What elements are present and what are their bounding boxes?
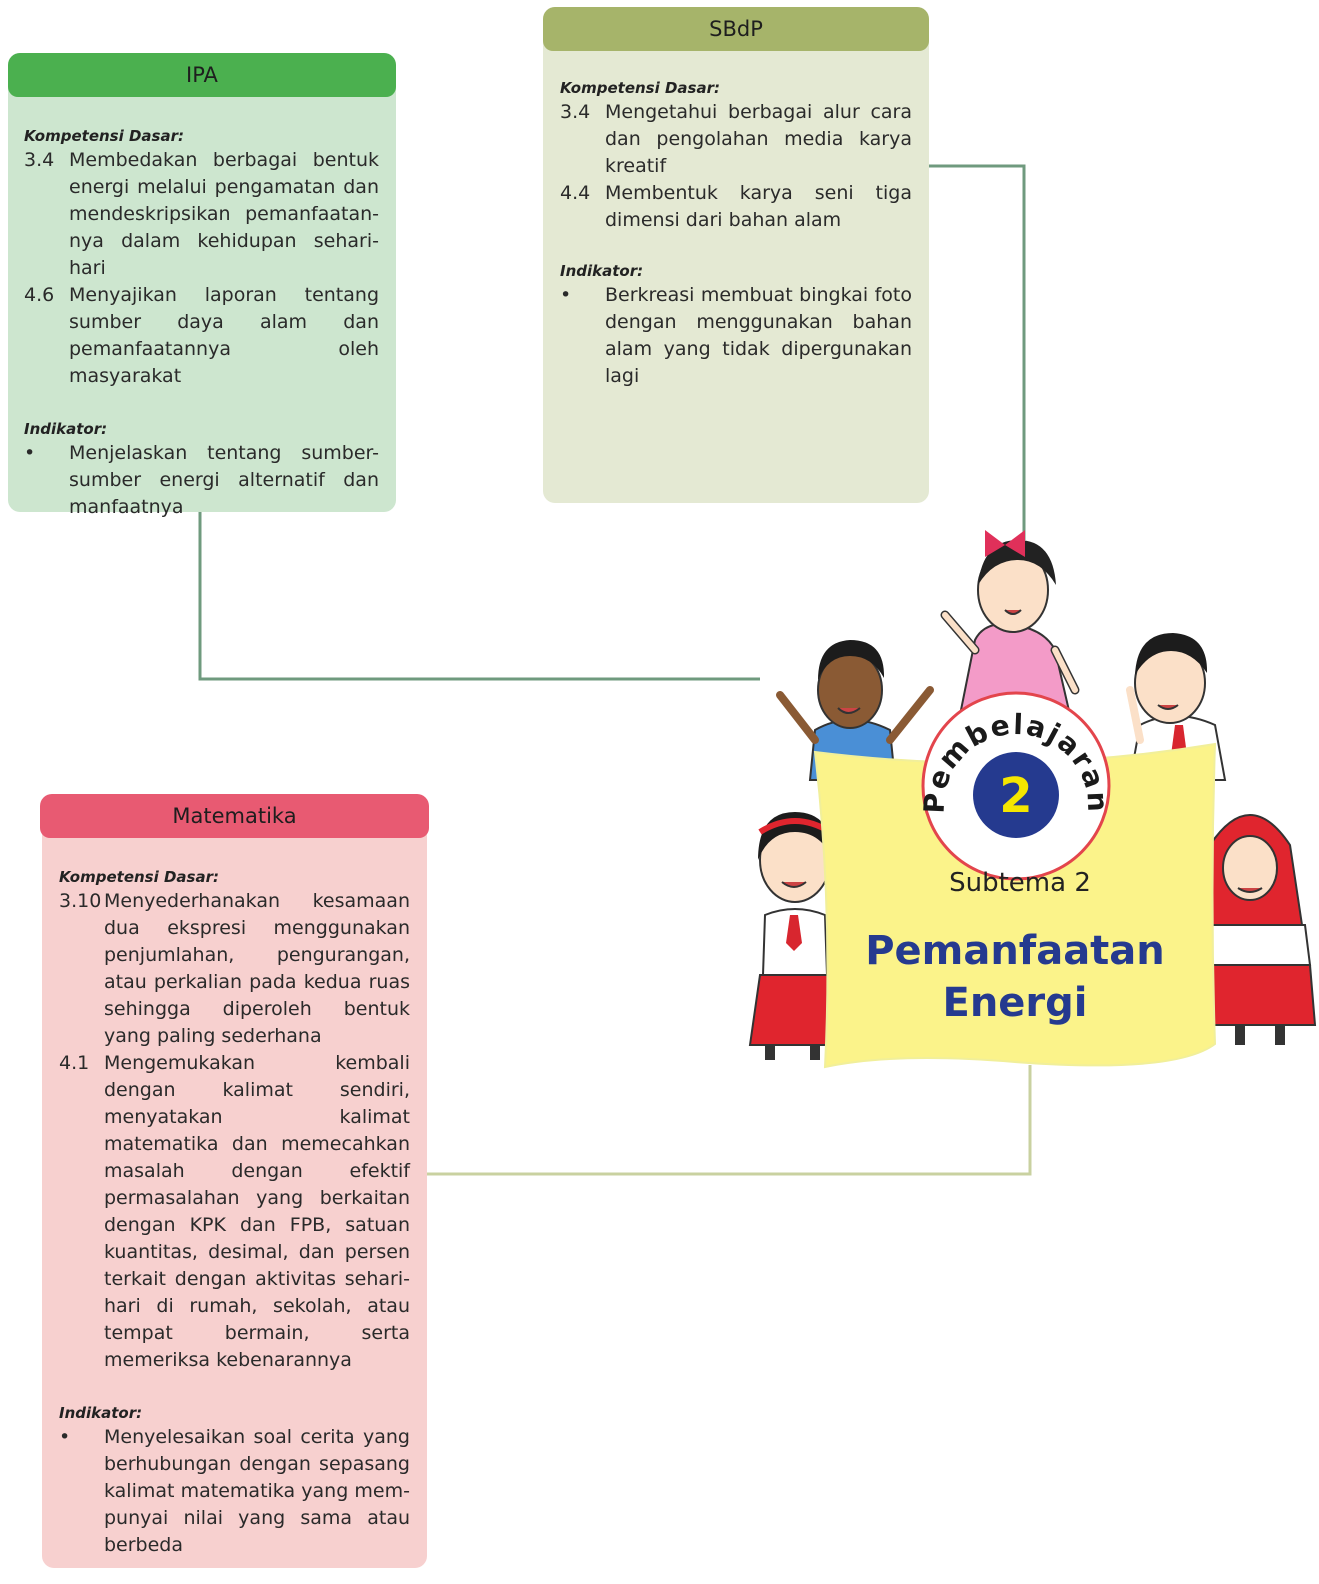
ipa-card: IPA Kompetensi Dasar: 3.4 Membedakan ber… <box>8 53 396 518</box>
subtema-title: Pemanfaatan Energi <box>840 925 1190 1029</box>
item-text: Membedakan berbagai bentuk energi melalu… <box>69 149 379 279</box>
girl-pink-illustration <box>940 530 1080 716</box>
matematika-card: Matematika Kompetensi Dasar: 3.10 Menyed… <box>40 794 429 1568</box>
matematika-header: Matematika <box>40 794 429 838</box>
matematika-title: Matematika <box>172 804 297 828</box>
list-item: 3.4 Mengetahui berbagai alur cara dan pe… <box>560 99 912 180</box>
list-item: • Menjelaskan tentang sumber-sumber ener… <box>24 440 379 521</box>
matematika-kd-list: 3.10 Menyederhanakan kesamaan dua ekspre… <box>59 888 410 1374</box>
matematika-body: Kompetensi Dasar: 3.10 Menyederhanakan k… <box>59 866 410 1559</box>
ipa-body: Kompetensi Dasar: 3.4 Membedakan berbaga… <box>24 125 379 521</box>
bullet: • <box>59 1426 71 1448</box>
ipa-kd-list: 3.4 Membedakan berbagai bentuk energi me… <box>24 147 379 390</box>
list-item: 4.4 Membentuk karya seni tiga dimensi da… <box>560 180 912 234</box>
item-text: Menyajikan laporan tentang sum­ber daya … <box>69 284 379 387</box>
list-item: 4.1 Mengemukakan kembali dengan kalimat … <box>59 1050 410 1374</box>
ipa-title: IPA <box>186 63 218 87</box>
ipa-header: IPA <box>8 53 396 97</box>
list-item: 3.4 Membedakan berbagai bentuk energi me… <box>24 147 379 282</box>
matematika-kd-heading: Kompetensi Dasar: <box>59 868 219 886</box>
item-number: 3.4 <box>560 101 591 123</box>
subtema-title-line1: Pemanfaatan <box>865 928 1165 974</box>
matematika-ind-heading: Indikator: <box>59 1404 143 1422</box>
list-item: • Menyelesaikan soal cerita yang berhubu… <box>59 1424 410 1559</box>
bullet: • <box>24 442 36 464</box>
sbdp-ind-heading: Indikator: <box>560 262 644 280</box>
subtema-label: Subtema 2 <box>949 868 1091 898</box>
item-text: Mengetahui berbagai alur cara dan pengol… <box>605 101 912 177</box>
item-text: Menyelesaikan soal cerita yang berhubung… <box>104 1426 410 1556</box>
matematika-ind-list: • Menyelesaikan soal cerita yang berhubu… <box>59 1424 410 1559</box>
sbdp-ind-list: • Berkreasi membuat bingkai foto dengan … <box>560 282 912 390</box>
item-text: Menjelaskan tentang sumber-sumber energi… <box>69 442 379 518</box>
ipa-kd-heading: Kompetensi Dasar: <box>24 127 184 145</box>
list-item: 3.10 Menyederhanakan kesamaan dua ekspre… <box>59 888 410 1050</box>
sbdp-header: SBdP <box>543 7 929 51</box>
ipa-ind-list: • Menjelaskan tentang sumber-sumber ener… <box>24 440 379 521</box>
badge-number: 2 <box>999 768 1032 824</box>
item-text: Menyederhanakan kesamaan dua ekspresi me… <box>104 890 410 1047</box>
sbdp-title: SBdP <box>709 17 763 41</box>
ipa-ind-heading: Indikator: <box>24 420 108 438</box>
subtema-title-line2: Energi <box>942 980 1088 1026</box>
item-number: 4.6 <box>24 284 55 306</box>
sbdp-kd-heading: Kompetensi Dasar: <box>560 79 720 97</box>
connector-matematika <box>426 1065 1032 1176</box>
list-item: • Berkreasi membuat bingkai foto dengan … <box>560 282 912 390</box>
sbdp-body: Kompetensi Dasar: 3.4 Mengetahui berbaga… <box>560 77 912 390</box>
item-text: Membentuk karya seni tiga dimensi dari b… <box>605 182 912 231</box>
item-number: 4.4 <box>560 182 591 204</box>
bullet: • <box>560 284 572 306</box>
girl-red-illustration <box>748 812 842 1060</box>
connector-sbdp <box>928 164 1026 540</box>
girl-hijab-illustration <box>1193 814 1317 1045</box>
connector-ipa <box>198 512 760 681</box>
item-text: Mengemukakan kembali dengan kalimat send… <box>104 1052 410 1371</box>
item-number: 4.1 <box>59 1052 90 1074</box>
sbdp-card: SBdP Kompetensi Dasar: 3.4 Mengetahui be… <box>543 7 929 503</box>
item-text: Berkreasi membuat bingkai foto dengan me… <box>605 284 912 387</box>
list-item: 4.6 Menyajikan laporan tentang sum­ber d… <box>24 282 379 390</box>
sbdp-kd-list: 3.4 Mengetahui berbagai alur cara dan pe… <box>560 99 912 234</box>
item-number: 3.4 <box>24 149 55 171</box>
badge-number-circle <box>973 752 1059 838</box>
item-number: 3.10 <box>59 890 102 912</box>
